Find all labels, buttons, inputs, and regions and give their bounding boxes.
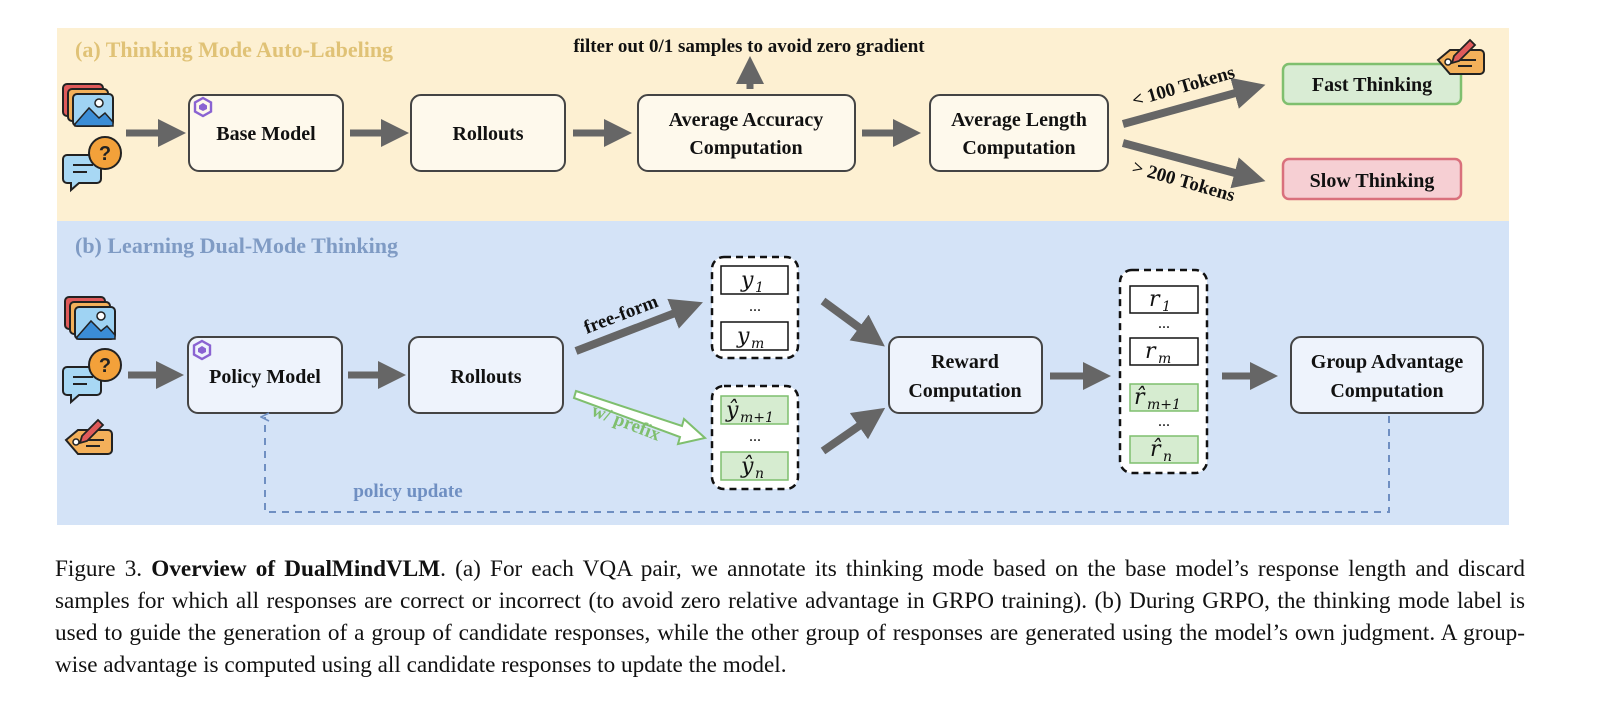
yn-subscript: n (755, 466, 764, 482)
reward-line2: Computation (908, 380, 1021, 402)
policy-update-label: policy update (353, 481, 462, 502)
group-adv-line1: Group Advantage (1311, 351, 1464, 373)
prefix-response-group: ŷ m+1 ... ŷ n (710, 384, 800, 491)
arrow-to-slow (1121, 139, 1266, 189)
question-chat-icon: ? (62, 348, 122, 405)
arrow-to-fast (1121, 77, 1266, 128)
free-form-response-group: y 1 ... y m (710, 255, 800, 360)
rollouts-a-label: Rollouts (452, 123, 523, 145)
slow-thinking-box: Slow Thinking (1281, 157, 1463, 201)
rn-subscript: n (1163, 449, 1172, 465)
question-chat-icon: ? (62, 136, 122, 193)
figure-caption: Figure 3. Overview of DualMindVLM. (a) F… (55, 553, 1525, 681)
reward-line1: Reward (931, 351, 999, 373)
ym1-symbol: ŷ (725, 398, 739, 423)
rewards-group: r 1 ... r m r̂ m+1 ... r̂ n (1118, 268, 1209, 475)
arrow-freeform-to-reward (820, 297, 885, 347)
avg-accuracy-line1: Average Accuracy (669, 109, 824, 131)
rollouts-a-box: Rollouts (410, 94, 566, 172)
image-stack-icon (64, 296, 116, 340)
ym1-subscript: m+1 (740, 410, 774, 426)
dots: ... (1158, 413, 1170, 430)
dots: ... (749, 428, 761, 445)
group-adv-line2: Computation (1330, 380, 1443, 402)
rollouts-b-box: Rollouts (408, 336, 564, 414)
rm-subscript: m (1158, 351, 1171, 367)
slow-thinking-label: Slow Thinking (1310, 170, 1435, 192)
arrow-with-prefix (572, 389, 708, 446)
svg-text:?: ? (99, 355, 111, 377)
arrow-prefix-to-reward (820, 407, 886, 455)
rm1-symbol: r̂ (1134, 385, 1146, 410)
y1-symbol: y (740, 268, 754, 293)
group-advantage-box: Group Advantage Computation (1290, 336, 1484, 414)
rn-symbol: r̂ (1150, 437, 1162, 462)
avg-length-line1: Average Length (951, 109, 1087, 131)
y1-subscript: 1 (755, 280, 764, 296)
fast-thinking-label: Fast Thinking (1312, 74, 1432, 96)
policy-model-label: Policy Model (209, 366, 321, 388)
avg-accuracy-line2: Computation (689, 137, 802, 159)
caption-title: Overview of DualMindVLM (151, 556, 441, 582)
dots: ... (749, 298, 761, 315)
ym-symbol: y (736, 324, 750, 349)
policy-update-line (265, 416, 1390, 513)
arrow-free-form (574, 298, 703, 355)
caption-body: . (a) For each VQA pair, we annotate its… (55, 556, 1525, 678)
r1-subscript: 1 (1162, 299, 1171, 315)
avg-accuracy-box: Average Accuracy Computation (637, 94, 856, 172)
base-model-label: Base Model (216, 123, 316, 145)
pen-tag-icon (64, 418, 113, 455)
pen-tag-icon (1436, 38, 1485, 75)
panel-b-title: (b) Learning Dual-Mode Thinking (75, 233, 398, 258)
dots: ... (1158, 315, 1170, 332)
reward-computation-box: Reward Computation (888, 336, 1043, 414)
model-logo-icon (193, 96, 213, 118)
rm-symbol: r (1145, 339, 1157, 364)
panel-a-title: (a) Thinking Mode Auto-Labeling (75, 37, 393, 62)
filter-note: filter out 0/1 samples to avoid zero gra… (573, 36, 925, 57)
r1-symbol: r (1149, 287, 1161, 312)
model-logo-icon (192, 339, 212, 361)
avg-length-line2: Computation (962, 137, 1075, 159)
policy-model-box: Policy Model (187, 336, 343, 414)
svg-text:?: ? (99, 143, 111, 165)
ym-subscript: m (751, 336, 764, 352)
rm1-subscript: m+1 (1147, 397, 1181, 413)
image-stack-icon (62, 83, 114, 127)
rollouts-b-label: Rollouts (450, 366, 521, 388)
caption-label: Figure 3. (55, 556, 143, 582)
fast-thinking-box: Fast Thinking (1281, 62, 1463, 106)
dualmind-diagram: (a) Thinking Mode Auto-Labeling (b) Lear… (57, 28, 1509, 525)
yn-symbol: ŷ (740, 454, 754, 479)
base-model-box: Base Model (188, 94, 344, 172)
avg-length-box: Average Length Computation (929, 94, 1109, 172)
